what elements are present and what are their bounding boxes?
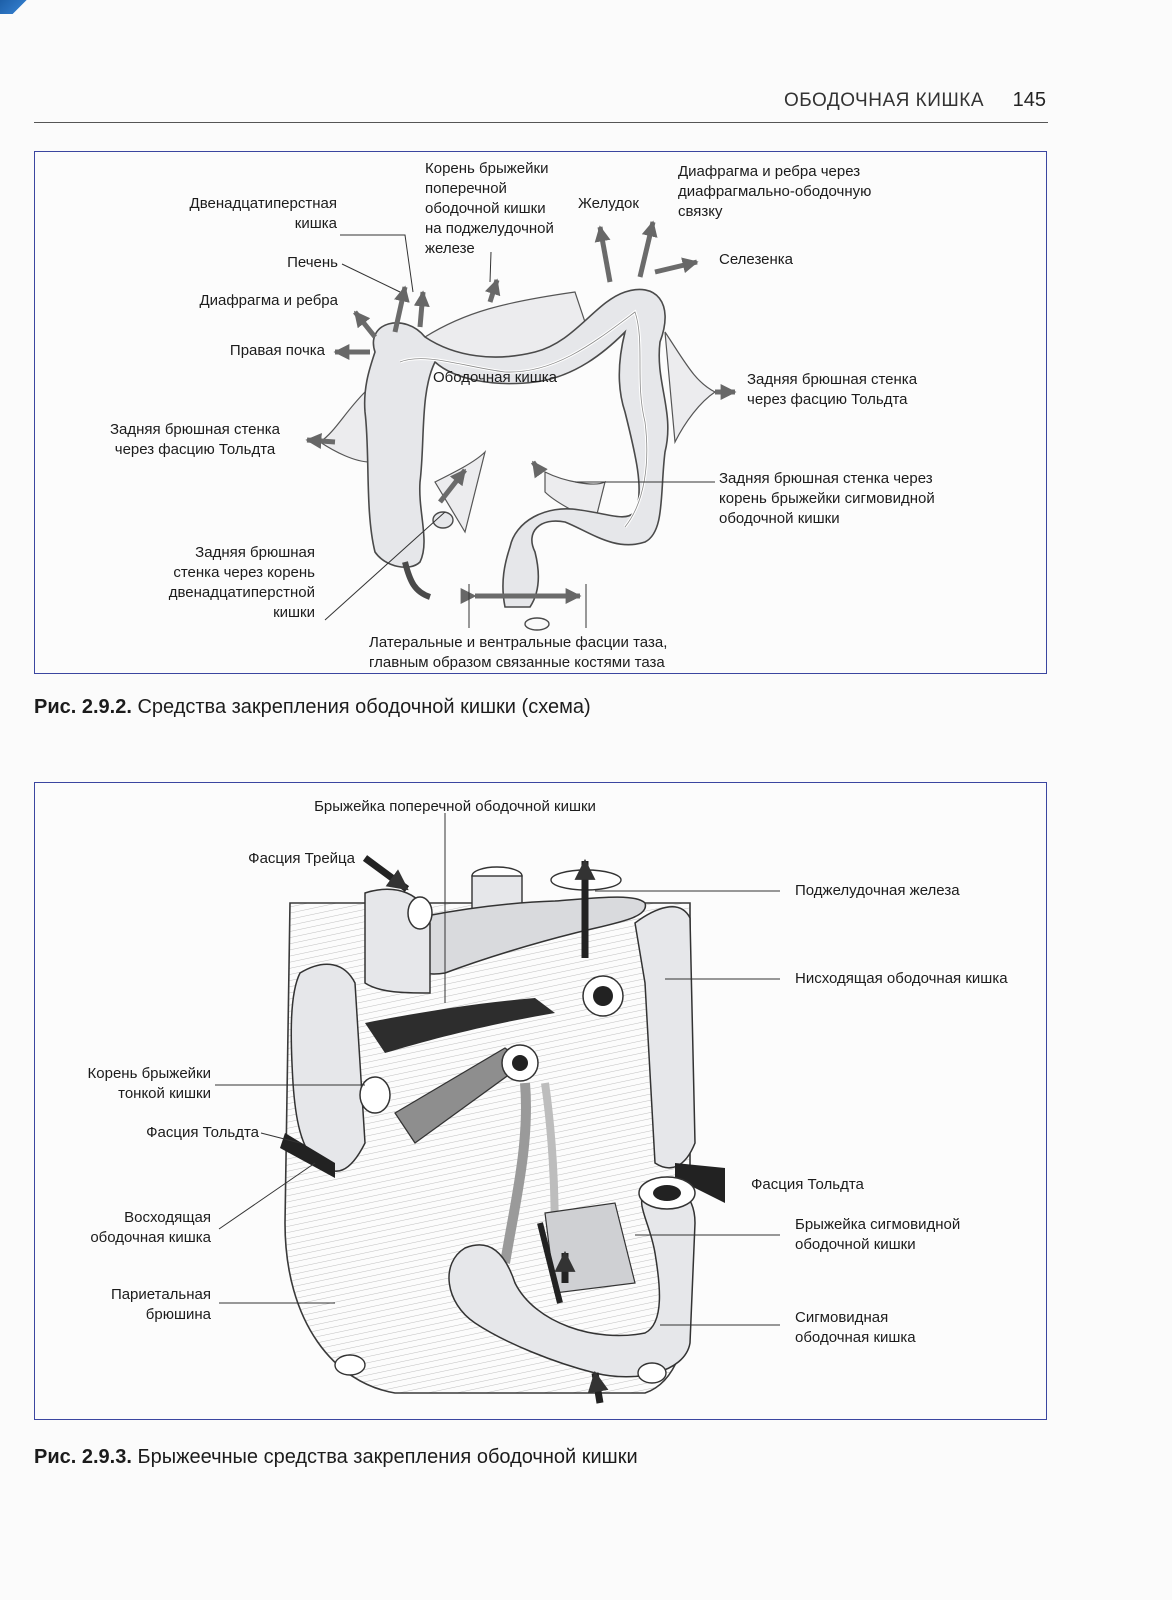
figure-2-9-3-caption: Рис. 2.9.3. Брыжеечные средства закрепле… [34,1446,638,1469]
anchoring-arrows [305,220,737,504]
label-posterior-wall-duodenum: Задняя брюшная стенка через корень двена… [168,544,315,621]
figure-colon-fixation-scheme: Двенадцатиперстная кишка Печень Диафрагм… [34,151,1047,674]
label-toldt-fascia-right: Фасция Тольдта [751,1176,864,1193]
figure-2-9-2-caption: Рис. 2.9.2. Средства закрепления ободочн… [34,696,591,719]
label-toldt-fascia-left: Фасция Тольдта [146,1124,259,1141]
colon-shape [363,288,669,608]
label-spleen: Селезенка [719,251,794,268]
label-posterior-wall-toldt-left: Задняя брюшная стенка через фасцию Тольд… [109,421,281,458]
caption-text: Брыжеечные средства закрепления ободочно… [131,1446,638,1468]
label-transverse-mesocolon: Брыжейка поперечной ободочной кишки [314,798,596,815]
figure-mesenteric-fixation: Брыжейка поперечной ободочной кишки Фасц… [34,782,1047,1420]
label-parietal-peritoneum: Париетальная брюшина [110,1286,211,1323]
label-diaphragm-ribs: Диафрагма и ребра [199,292,338,309]
caption-text: Средства закрепления ободочной кишки (сх… [131,696,591,718]
colon-scheme-illustration [305,220,737,631]
label-sigmoid-mesocolon: Брыжейка сигмовидной ободочной кишки [795,1216,961,1253]
label-sigmoid-colon: Сигмовидная ободочная кишка [795,1309,916,1346]
label-right-kidney: Правая почка [229,342,325,359]
label-transverse-mesocolon-root: Корень брыжейки поперечной ободочной киш… [425,160,554,257]
label-posterior-wall-toldt-right: Задняя брюшная стенка через фасцию Тольд… [747,371,918,408]
label-treitz-fascia: Фасция Трейца [248,850,355,867]
page-number: 145 [1012,89,1046,111]
treitz-arrow [362,855,410,892]
corner-color-mark [0,0,30,14]
label-diaphragm-colic-ligament: Диафрагма и ребра через диафрагмально-об… [678,163,872,220]
caption-number: Рис. 2.9.2. [34,696,132,718]
mesenteric-fixation-illustration [215,813,780,1404]
label-colon: Ободочная кишка [433,369,557,386]
label-liver: Печень [287,254,338,271]
label-duodenum: Двенадцатиперстная кишка [189,195,337,232]
label-pancreas: Поджелудочная железа [795,882,960,899]
label-posterior-wall-sigmoid-root: Задняя брюшная стенка через корень брыже… [719,470,935,527]
header-rule [34,122,1048,123]
label-ascending-colon: Восходящая ободочная кишка [90,1209,211,1246]
label-small-bowel-mesentery-root: Корень брыжейки тонкой кишки [87,1065,211,1102]
label-stomach: Желудок [578,195,639,212]
label-pelvic-fasciae: Латеральные и вентральные фасции таза, г… [369,634,668,671]
caption-number: Рис. 2.9.3. [34,1446,132,1468]
label-descending-colon: Нисходящая ободочная кишка [795,970,1008,987]
running-header-title: ОБОДОЧНАЯ КИШКА [783,90,984,111]
